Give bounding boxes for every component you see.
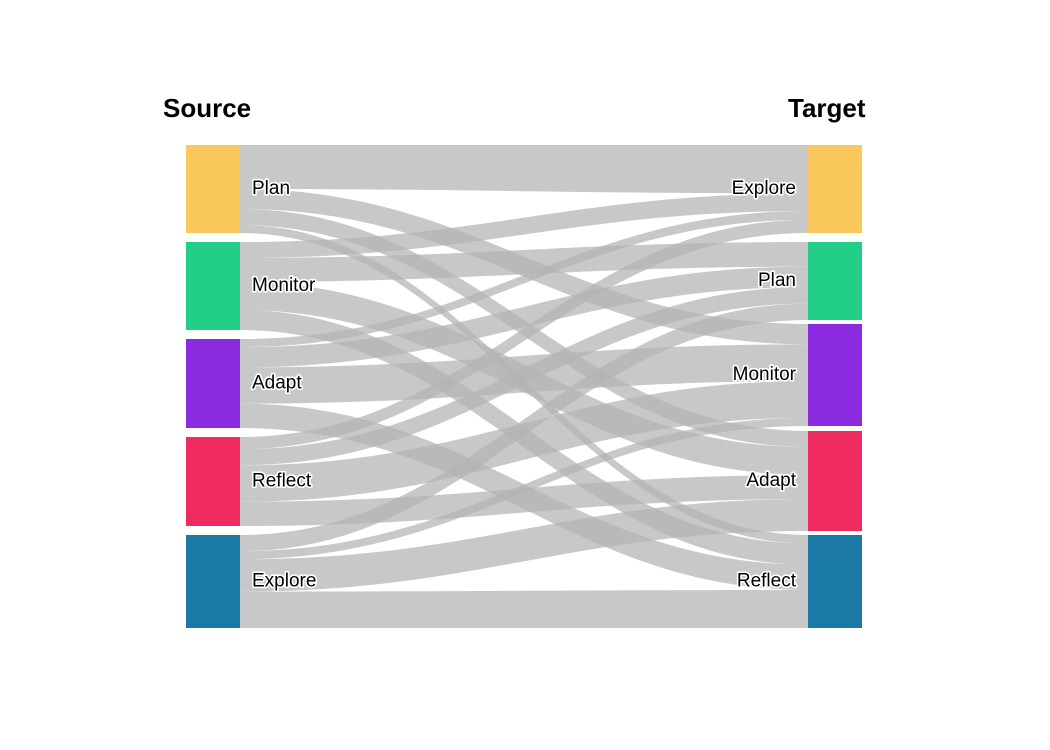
source-node-label-plan: Plan (252, 178, 290, 199)
target-node-label-reflect: Reflect (737, 571, 797, 592)
source-node-label-monitor: Monitor (252, 275, 316, 296)
target-node-plan[interactable] (808, 242, 862, 320)
source-node-adapt[interactable] (186, 339, 240, 428)
link-ribbon[interactable] (240, 589, 808, 628)
link-ribbons-group (240, 145, 808, 628)
target-node-label-plan: Plan (758, 270, 796, 291)
link-ribbon[interactable] (240, 417, 808, 560)
source-column-header: Source (163, 93, 252, 123)
target-column-header: Target (788, 93, 866, 123)
link-ribbon[interactable] (240, 145, 808, 194)
source-node-label-reflect: Reflect (252, 471, 312, 492)
source-node-label-explore: Explore (252, 571, 316, 592)
target-node-label-adapt: Adapt (746, 470, 796, 491)
target-node-label-monitor: Monitor (733, 364, 797, 385)
link-ribbon[interactable] (240, 219, 808, 450)
link-ribbon[interactable] (240, 211, 808, 348)
node-rects-group (186, 145, 862, 628)
link-ribbon[interactable] (240, 209, 808, 447)
target-node-reflect[interactable] (808, 535, 862, 628)
target-node-explore[interactable] (808, 145, 862, 233)
target-node-adapt[interactable] (808, 431, 862, 531)
link-ribbon[interactable] (240, 193, 808, 258)
source-node-explore[interactable] (186, 535, 240, 628)
node-labels-group: PlanMonitorAdaptReflectExploreExplorePla… (250, 176, 798, 593)
source-node-label-adapt: Adapt (252, 373, 302, 394)
link-ribbon[interactable] (240, 303, 808, 552)
target-node-label-explore: Explore (732, 178, 796, 199)
target-node-monitor[interactable] (808, 324, 862, 426)
source-node-reflect[interactable] (186, 437, 240, 526)
link-ribbon[interactable] (240, 287, 808, 466)
link-ribbon[interactable] (240, 266, 808, 368)
link-ribbon[interactable] (240, 499, 808, 592)
source-node-plan[interactable] (186, 145, 240, 233)
source-node-monitor[interactable] (186, 242, 240, 330)
link-ribbon[interactable] (240, 381, 808, 502)
